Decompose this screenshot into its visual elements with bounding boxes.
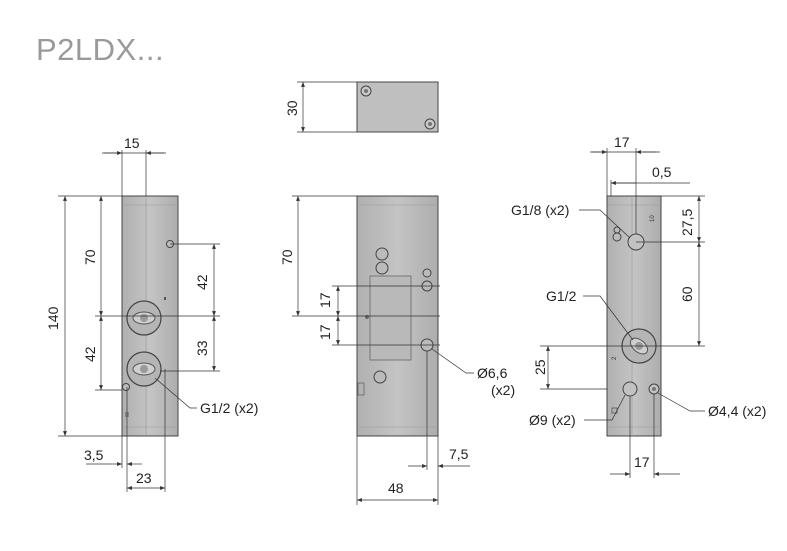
right-callout-bore: Ø9 (x2) — [529, 412, 576, 428]
side-dim-b: 17 — [317, 324, 333, 340]
front-dim-width: 15 — [124, 135, 140, 151]
side-dim-width: 48 — [388, 480, 404, 496]
front-dim-offset: 3,5 — [84, 447, 104, 463]
front-dim-right-upper: 42 — [194, 274, 210, 290]
side-view: 70 17 17 7,5 48 Ø6,6 (x2) — [279, 195, 515, 505]
right-mark-mid: 2 — [612, 356, 618, 360]
right-dim-bottom: 17 — [634, 454, 650, 470]
side-callout-hole: Ø6,6 — [477, 365, 508, 381]
front-dim-port-spacing: 23 — [136, 470, 152, 486]
top-dim-depth: 30 — [284, 100, 300, 116]
side-dim-a: 17 — [317, 292, 333, 308]
front-small-hole — [122, 383, 130, 391]
front-dim-lower: 42 — [82, 346, 98, 362]
side-dim-hole-offset: 7,5 — [449, 446, 469, 462]
front-dim-right-mid: 33 — [194, 340, 210, 356]
right-dim-top: 27,5 — [679, 209, 695, 236]
right-dim-offset: 0,5 — [652, 164, 672, 180]
right-dim-width: 17 — [614, 134, 630, 150]
side-callout-hole-qty: (x2) — [491, 382, 515, 398]
front-callout-port: G1/2 (x2) — [200, 400, 258, 416]
right-mark-top: 10 — [650, 215, 656, 222]
right-view: 10 2 17 0,5 27,5 60 25 17 G1/8 (x2) — [511, 134, 766, 478]
front-dim-upper: 70 — [82, 249, 98, 265]
front-view: 15 140 70 42 42 33 3,5 23 G1/2 (x2) — [45, 135, 258, 492]
right-callout-port: G1/2 — [546, 288, 577, 304]
diagram-title: P2LDX... — [36, 32, 165, 67]
front-dim-height: 140 — [45, 306, 61, 330]
right-dim-mid: 60 — [679, 286, 695, 302]
right-dim-low: 25 — [532, 359, 548, 375]
right-callout-mount: Ø4,4 (x2) — [708, 403, 766, 419]
right-callout-pilot: G1/8 (x2) — [511, 202, 569, 218]
front-port-upper — [126, 300, 162, 336]
side-dim-upper: 70 — [279, 249, 295, 265]
top-view: 30 — [284, 81, 439, 133]
front-port-lower — [126, 351, 162, 387]
